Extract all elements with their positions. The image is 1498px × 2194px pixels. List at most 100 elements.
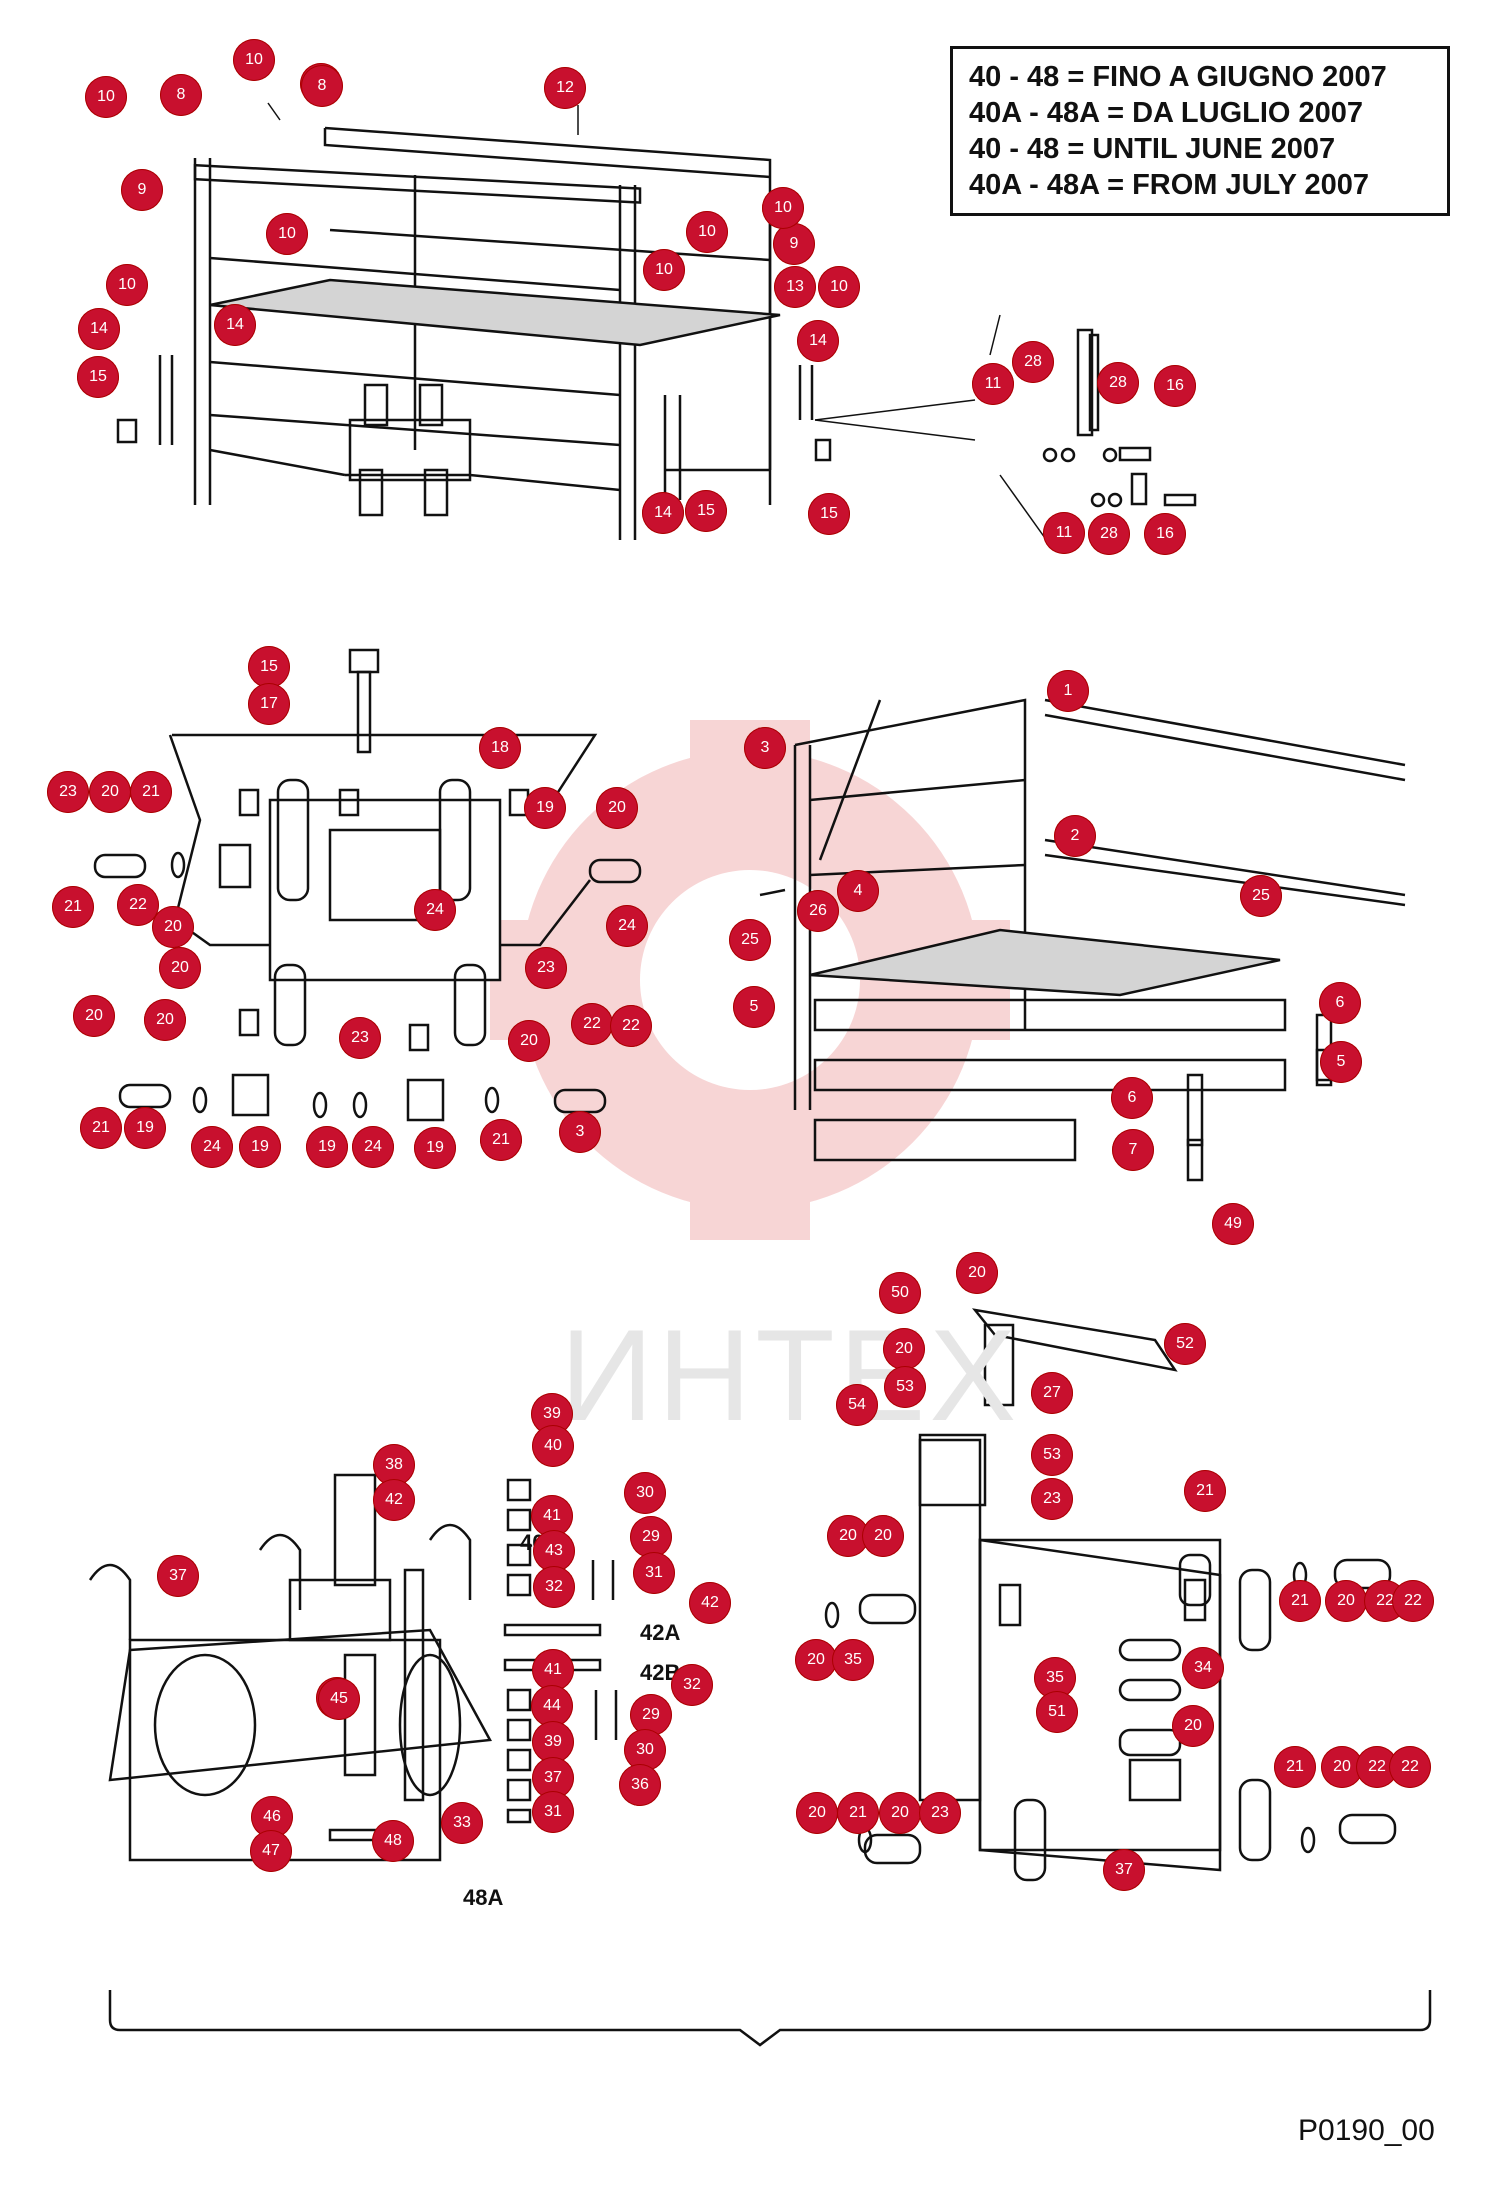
part-callout: 47 bbox=[250, 1830, 292, 1872]
hardware-detail bbox=[1042, 328, 1197, 508]
part-callout: 21 bbox=[480, 1119, 522, 1161]
part-callout: 14 bbox=[78, 308, 120, 350]
part-callout: 14 bbox=[214, 304, 256, 346]
part-callout: 19 bbox=[414, 1127, 456, 1169]
part-callout: 10 bbox=[106, 264, 148, 306]
part-callout: 10 bbox=[686, 211, 728, 253]
part-callout: 20 bbox=[508, 1020, 550, 1062]
part-callout: 20 bbox=[159, 947, 201, 989]
part-callout: 32 bbox=[533, 1566, 575, 1608]
part-callout: 2 bbox=[1054, 815, 1096, 857]
part-callout: 20 bbox=[883, 1328, 925, 1370]
line-art bbox=[88, 102, 1432, 2047]
part-callout: 32 bbox=[671, 1664, 713, 1706]
part-callout: 52 bbox=[1164, 1323, 1206, 1365]
part-callout: 15 bbox=[685, 490, 727, 532]
revision-note: 40A - 48A = DA LUGLIO 2007 bbox=[969, 97, 1364, 129]
part-callout: 20 bbox=[796, 1792, 838, 1834]
part-callout: 24 bbox=[606, 905, 648, 947]
part-label: 42A bbox=[640, 1620, 681, 1645]
part-callout: 4 bbox=[837, 870, 879, 912]
part-callout: 23 bbox=[525, 947, 567, 989]
part-callout: 25 bbox=[729, 919, 771, 961]
stack-parts bbox=[506, 1478, 618, 1824]
part-callout: 20 bbox=[596, 787, 638, 829]
part-callout: 20 bbox=[89, 771, 131, 813]
part-callout: 27 bbox=[1031, 1372, 1073, 1414]
side-frame bbox=[759, 698, 1406, 1182]
part-callout: 30 bbox=[624, 1729, 666, 1771]
part-callout: 10 bbox=[818, 266, 860, 308]
part-callout: 41 bbox=[532, 1649, 574, 1691]
part-callout: 7 bbox=[1112, 1129, 1154, 1171]
part-callout: 3 bbox=[559, 1111, 601, 1153]
part-callout: 10 bbox=[643, 249, 685, 291]
part-callout: 54 bbox=[836, 1384, 878, 1426]
section1-leaders bbox=[267, 102, 1051, 546]
part-callout: 53 bbox=[884, 1366, 926, 1408]
revision-note: 40 - 48 = UNTIL JUNE 2007 bbox=[969, 133, 1336, 165]
part-callout: 10 bbox=[762, 187, 804, 229]
part-callout: 21 bbox=[837, 1792, 879, 1834]
revision-note-box: 40 - 48 = FINO A GIUGNO 2007 40A - 48A =… bbox=[950, 46, 1450, 216]
part-callout: 49 bbox=[1212, 1203, 1254, 1245]
part-callout: 8 bbox=[160, 74, 202, 116]
part-callout: 16 bbox=[1154, 365, 1196, 407]
part-callout: 33 bbox=[441, 1802, 483, 1844]
part-callout: 10 bbox=[266, 213, 308, 255]
drawing-code: P0190_00 bbox=[1298, 2114, 1435, 2147]
part-callout: 13 bbox=[774, 266, 816, 308]
part-callout: 6 bbox=[1111, 1077, 1153, 1119]
part-callout: 43 bbox=[533, 1530, 575, 1572]
part-callout: 21 bbox=[130, 771, 172, 813]
part-callout: 39 bbox=[532, 1721, 574, 1763]
part-callout: 14 bbox=[642, 492, 684, 534]
part-callout: 19 bbox=[524, 787, 566, 829]
part-callout: 20 bbox=[1172, 1705, 1214, 1747]
part-callout: 20 bbox=[1325, 1580, 1367, 1622]
part-callout: 20 bbox=[73, 995, 115, 1037]
part-callout: 21 bbox=[1274, 1746, 1316, 1788]
part-callout: 42 bbox=[373, 1479, 415, 1521]
part-callout: 12 bbox=[544, 67, 586, 109]
part-callout: 19 bbox=[306, 1126, 348, 1168]
part-callout: 22 bbox=[571, 1003, 613, 1045]
part-callout: 14 bbox=[797, 320, 839, 362]
part-callout: 20 bbox=[144, 999, 186, 1041]
part-label: 48A bbox=[463, 1885, 504, 1910]
part-callout: 21 bbox=[80, 1107, 122, 1149]
part-callout: 23 bbox=[47, 771, 89, 813]
part-callout: 37 bbox=[157, 1555, 199, 1597]
part-callout: 28 bbox=[1012, 341, 1054, 383]
part-callout: 3 bbox=[744, 727, 786, 769]
part-callout: 22 bbox=[1389, 1746, 1431, 1788]
part-callout: 31 bbox=[633, 1552, 675, 1594]
part-callout: 22 bbox=[117, 884, 159, 926]
part-callout: 20 bbox=[956, 1252, 998, 1294]
part-callout: 42 bbox=[689, 1582, 731, 1624]
part-callout: 10 bbox=[233, 39, 275, 81]
part-callout: 53 bbox=[1031, 1434, 1073, 1476]
part-callout: 20 bbox=[795, 1639, 837, 1681]
part-callout: 22 bbox=[610, 1005, 652, 1047]
revision-note: 40A - 48A = FROM JULY 2007 bbox=[969, 169, 1370, 201]
part-callout: 29 bbox=[630, 1516, 672, 1558]
part-callout: 24 bbox=[352, 1126, 394, 1168]
part-callout: 45 bbox=[318, 1678, 360, 1720]
part-callout: 36 bbox=[619, 1764, 661, 1806]
revision-note: 40 - 48 = FINO A GIUGNO 2007 bbox=[969, 61, 1387, 93]
part-callout: 10 bbox=[85, 76, 127, 118]
part-callout: 19 bbox=[124, 1107, 166, 1149]
part-callout: 28 bbox=[1088, 513, 1130, 555]
part-callout: 21 bbox=[1279, 1580, 1321, 1622]
hitch-right bbox=[824, 1308, 1397, 1882]
part-callout: 18 bbox=[479, 727, 521, 769]
part-callout: 26 bbox=[797, 890, 839, 932]
part-callout: 15 bbox=[248, 646, 290, 688]
part-callout: 5 bbox=[733, 986, 775, 1028]
part-callout: 28 bbox=[1097, 362, 1139, 404]
part-callout: 37 bbox=[1103, 1849, 1145, 1891]
part-callout: 24 bbox=[191, 1126, 233, 1168]
part-callout: 17 bbox=[248, 683, 290, 725]
